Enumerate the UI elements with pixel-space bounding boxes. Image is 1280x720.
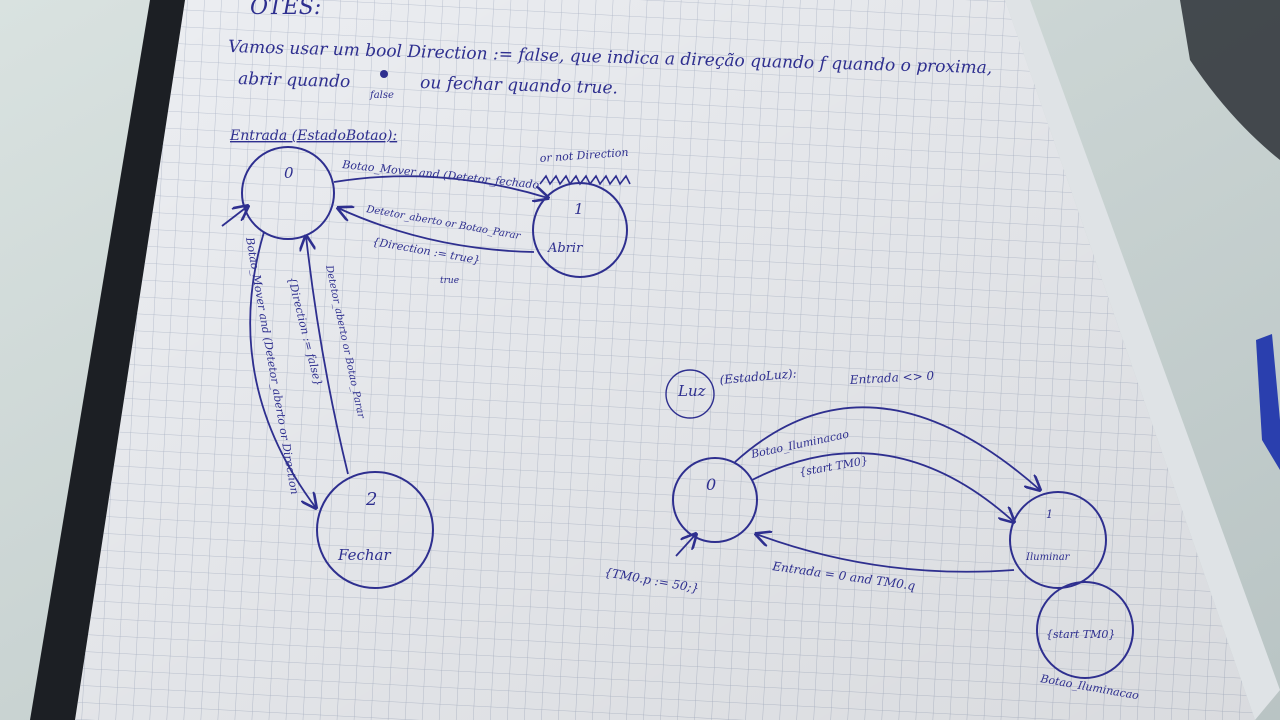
door-state-2-name: Fechar <box>337 546 391 564</box>
door-transition-1-to-0 <box>338 208 535 253</box>
door-transition-2-to-0 <box>306 236 349 475</box>
door-initial-arrow <box>221 206 248 227</box>
light-state-0-number: 0 <box>706 475 716 494</box>
page-edge <box>1005 0 1280 720</box>
light-machine-subtitle: (EstadoLuz): <box>719 366 797 387</box>
light-title-circle <box>665 369 715 419</box>
background-object <box>1180 0 1280 160</box>
light-transition-1-to-0 <box>756 534 1015 573</box>
door-state-2-number: 2 <box>365 489 377 510</box>
ink-blot <box>380 70 388 78</box>
door-t01-extra: or not Direction <box>539 146 629 165</box>
light-state-1 <box>1009 491 1107 589</box>
door-state-2 <box>316 471 434 589</box>
light-state-0 <box>672 457 758 543</box>
light-state-1-name: Iluminar <box>1025 552 1071 563</box>
light-loop-state <box>1036 581 1134 679</box>
light-initial-arrow <box>675 534 696 557</box>
door-state-0-number: 0 <box>284 164 294 182</box>
door-t10-strikeover: true <box>440 276 459 286</box>
notes-line-2a: abrir quando <box>238 69 351 92</box>
pen <box>1256 334 1280 470</box>
door-state-1-number: 1 <box>574 200 584 218</box>
scribble <box>539 174 631 186</box>
light-state-1-number: 1 <box>1046 508 1053 521</box>
door-machine-title: Entrada (EstadoBotao): <box>229 128 397 144</box>
light-transition-0-to-1-top <box>734 406 1040 490</box>
light-transition-0-to-1-mid <box>751 452 1014 522</box>
notes-heading: OTES: <box>250 0 321 20</box>
door-state-0 <box>241 146 335 240</box>
notes-line-2-correction: false <box>369 90 394 101</box>
door-state-1-name: Abrir <box>547 241 583 256</box>
door-transition-0-to-1 <box>333 175 548 198</box>
light-loop-action: {start TM0} <box>1046 628 1115 641</box>
light-t01-top-label: Entrada <> 0 <box>848 369 934 387</box>
light-machine-title: Luz <box>677 382 706 400</box>
door-transition-0-to-2 <box>249 231 316 508</box>
